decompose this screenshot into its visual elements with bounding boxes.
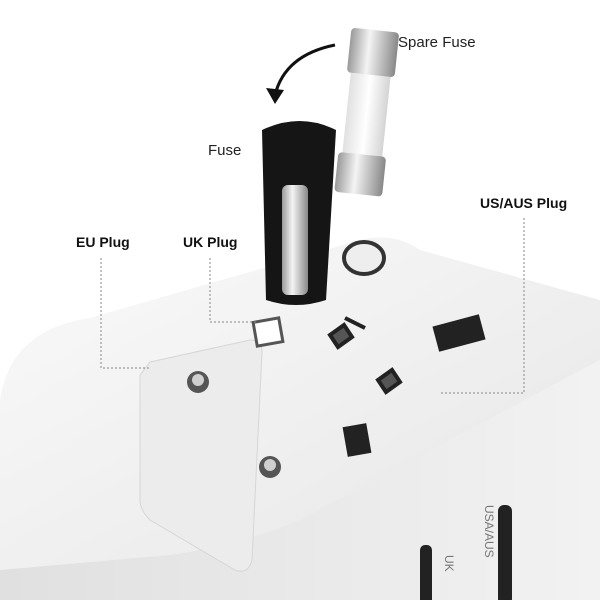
spare-fuse (334, 28, 399, 197)
uk-slider (420, 545, 432, 600)
side-marking-usa-aus: USA/AUS (482, 505, 496, 558)
spare-fuse-label: Spare Fuse (398, 34, 476, 51)
uk-plug-label: UK Plug (183, 234, 238, 250)
fuse-label: Fuse (208, 142, 242, 159)
fuse-in-holder (282, 185, 308, 295)
universal-socket-upper (327, 316, 366, 350)
ground-socket (342, 423, 372, 457)
usa-aus-slider (498, 505, 512, 600)
fuse-socket-hole (342, 240, 386, 276)
eu-plug-label: EU Plug (76, 234, 130, 250)
universal-socket-lower (375, 367, 403, 395)
us-aus-plug-label: US/AUS Plug (480, 195, 568, 211)
arrow-icon (273, 43, 336, 96)
side-marking-uk: UK (442, 555, 456, 572)
uk-socket-hole (251, 316, 285, 348)
us-aus-socket (432, 314, 486, 352)
leader-lines (100, 218, 525, 394)
